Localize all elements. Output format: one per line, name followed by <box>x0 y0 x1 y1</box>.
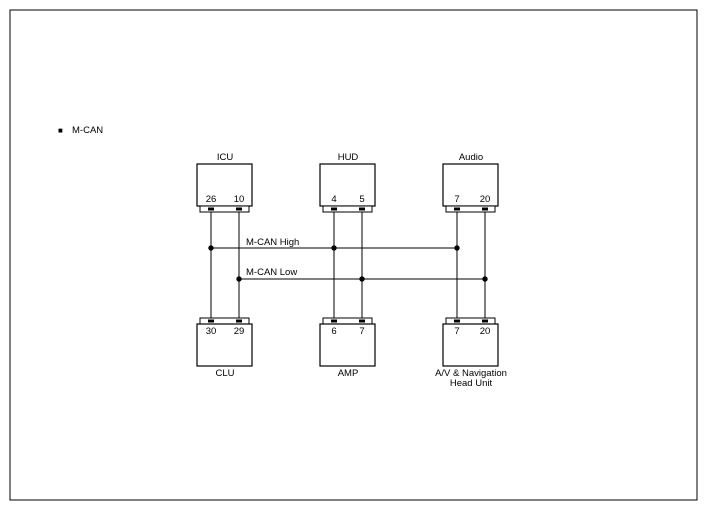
m-can-low-label: M-CAN Low <box>246 267 297 278</box>
module-box <box>319 163 376 207</box>
pin-marker <box>331 207 337 211</box>
section-bullet: ■ <box>58 126 63 135</box>
module-box <box>196 323 253 367</box>
junction-dot <box>236 276 242 282</box>
pin-label: 20 <box>480 326 491 337</box>
wires <box>210 212 486 318</box>
pin-marker <box>208 207 214 211</box>
module-name: CLU <box>215 368 234 379</box>
module-amp: 6 7 AMP <box>319 317 376 379</box>
module-audio: Audio 7 20 <box>442 152 499 213</box>
module-name-line1: A/V & Navigation <box>435 368 507 379</box>
module-name: Audio <box>459 152 483 163</box>
junction-dot <box>331 245 337 251</box>
pin-marker <box>359 319 365 323</box>
pin-label: 29 <box>234 326 245 337</box>
pin-marker <box>482 319 488 323</box>
module-name: AMP <box>338 368 359 379</box>
pin-marker <box>236 207 242 211</box>
pin-marker <box>454 319 460 323</box>
junctions <box>208 245 488 282</box>
pin-marker <box>454 207 460 211</box>
module-box <box>319 323 376 367</box>
connector-strip <box>445 205 496 213</box>
module-box <box>442 323 499 367</box>
pin-label: 26 <box>206 194 217 205</box>
module-icu: ICU 26 10 <box>196 152 253 213</box>
pin-marker <box>331 319 337 323</box>
pin-label: 10 <box>234 194 245 205</box>
junction-dot <box>482 276 488 282</box>
module-name: HUD <box>338 152 359 163</box>
pin-marker <box>236 319 242 323</box>
pin-label: 20 <box>480 194 491 205</box>
pin-label: 6 <box>331 326 336 337</box>
pin-label: 7 <box>359 326 364 337</box>
pin-marker <box>359 207 365 211</box>
module-av-navigation-head-unit: 7 20 A/V & Navigation Head Unit <box>435 317 507 389</box>
pin-label: 7 <box>454 194 459 205</box>
section-title: M-CAN <box>72 125 103 136</box>
junction-dot <box>359 276 365 282</box>
junction-dot <box>454 245 460 251</box>
module-name: ICU <box>217 152 234 163</box>
connector-strip <box>322 205 373 213</box>
pin-label: 7 <box>454 326 459 337</box>
junction-dot <box>208 245 214 251</box>
module-name-line2: Head Unit <box>450 378 493 389</box>
pin-label: 4 <box>331 194 336 205</box>
module-box <box>196 163 253 207</box>
connector-strip <box>199 205 250 213</box>
module-clu: 30 29 CLU <box>196 317 253 379</box>
module-box <box>442 163 499 207</box>
pin-label: 5 <box>359 194 364 205</box>
m-can-high-label: M-CAN High <box>246 237 299 248</box>
module-hud: HUD 4 5 <box>319 152 376 213</box>
page-frame <box>9 9 698 501</box>
pin-marker <box>208 319 214 323</box>
pin-marker <box>482 207 488 211</box>
pin-label: 30 <box>206 326 217 337</box>
